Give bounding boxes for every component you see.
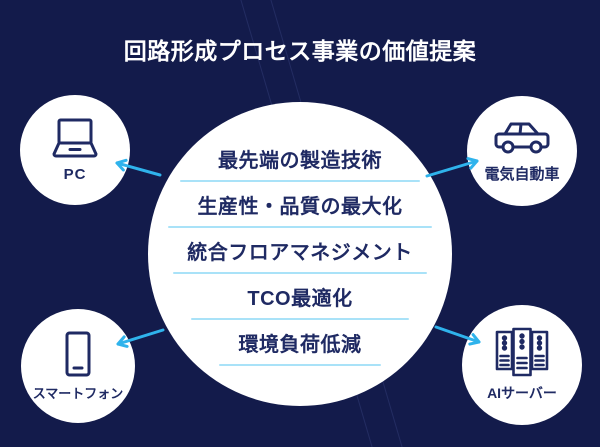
node-label: AIサーバー [487,385,557,401]
node-label: PC [63,165,87,183]
divider [173,272,427,274]
smartphone-icon [64,331,92,377]
node-label: スマートフォン [32,385,124,401]
node-pc: PC [20,95,130,205]
node-electric-vehicle: 電気自動車 [467,96,577,206]
value-proposition-circle: 最先端の製造技術 生産性・品質の最大化 統合フロアマネジメント TCO最適化 環… [148,102,452,406]
value-item: 環境負荷低減 [148,321,452,366]
value-item-label: 統合フロアマネジメント [187,241,413,264]
divider [191,318,409,320]
divider [168,226,432,228]
node-ai-server: AIサーバー [462,305,582,425]
value-item-label: TCO最適化 [247,287,353,310]
node-label: 電気自動車 [484,165,560,183]
node-smartphone: スマートフォン [21,309,135,423]
divider [219,364,381,366]
value-item: 最先端の製造技術 [148,137,452,182]
value-item: TCO最適化 [148,275,452,320]
server-icon [494,327,550,377]
divider [180,180,420,182]
car-icon [494,119,550,157]
value-item-label: 環境負荷低減 [238,333,362,356]
value-item-label: 生産性・品質の最大化 [197,195,403,218]
value-item-label: 最先端の製造技術 [218,149,382,172]
laptop-icon [50,118,100,160]
page-title: 回路形成プロセス事業の価値提案 [123,38,477,64]
value-item: 統合フロアマネジメント [148,229,452,274]
value-item: 生産性・品質の最大化 [148,183,452,228]
